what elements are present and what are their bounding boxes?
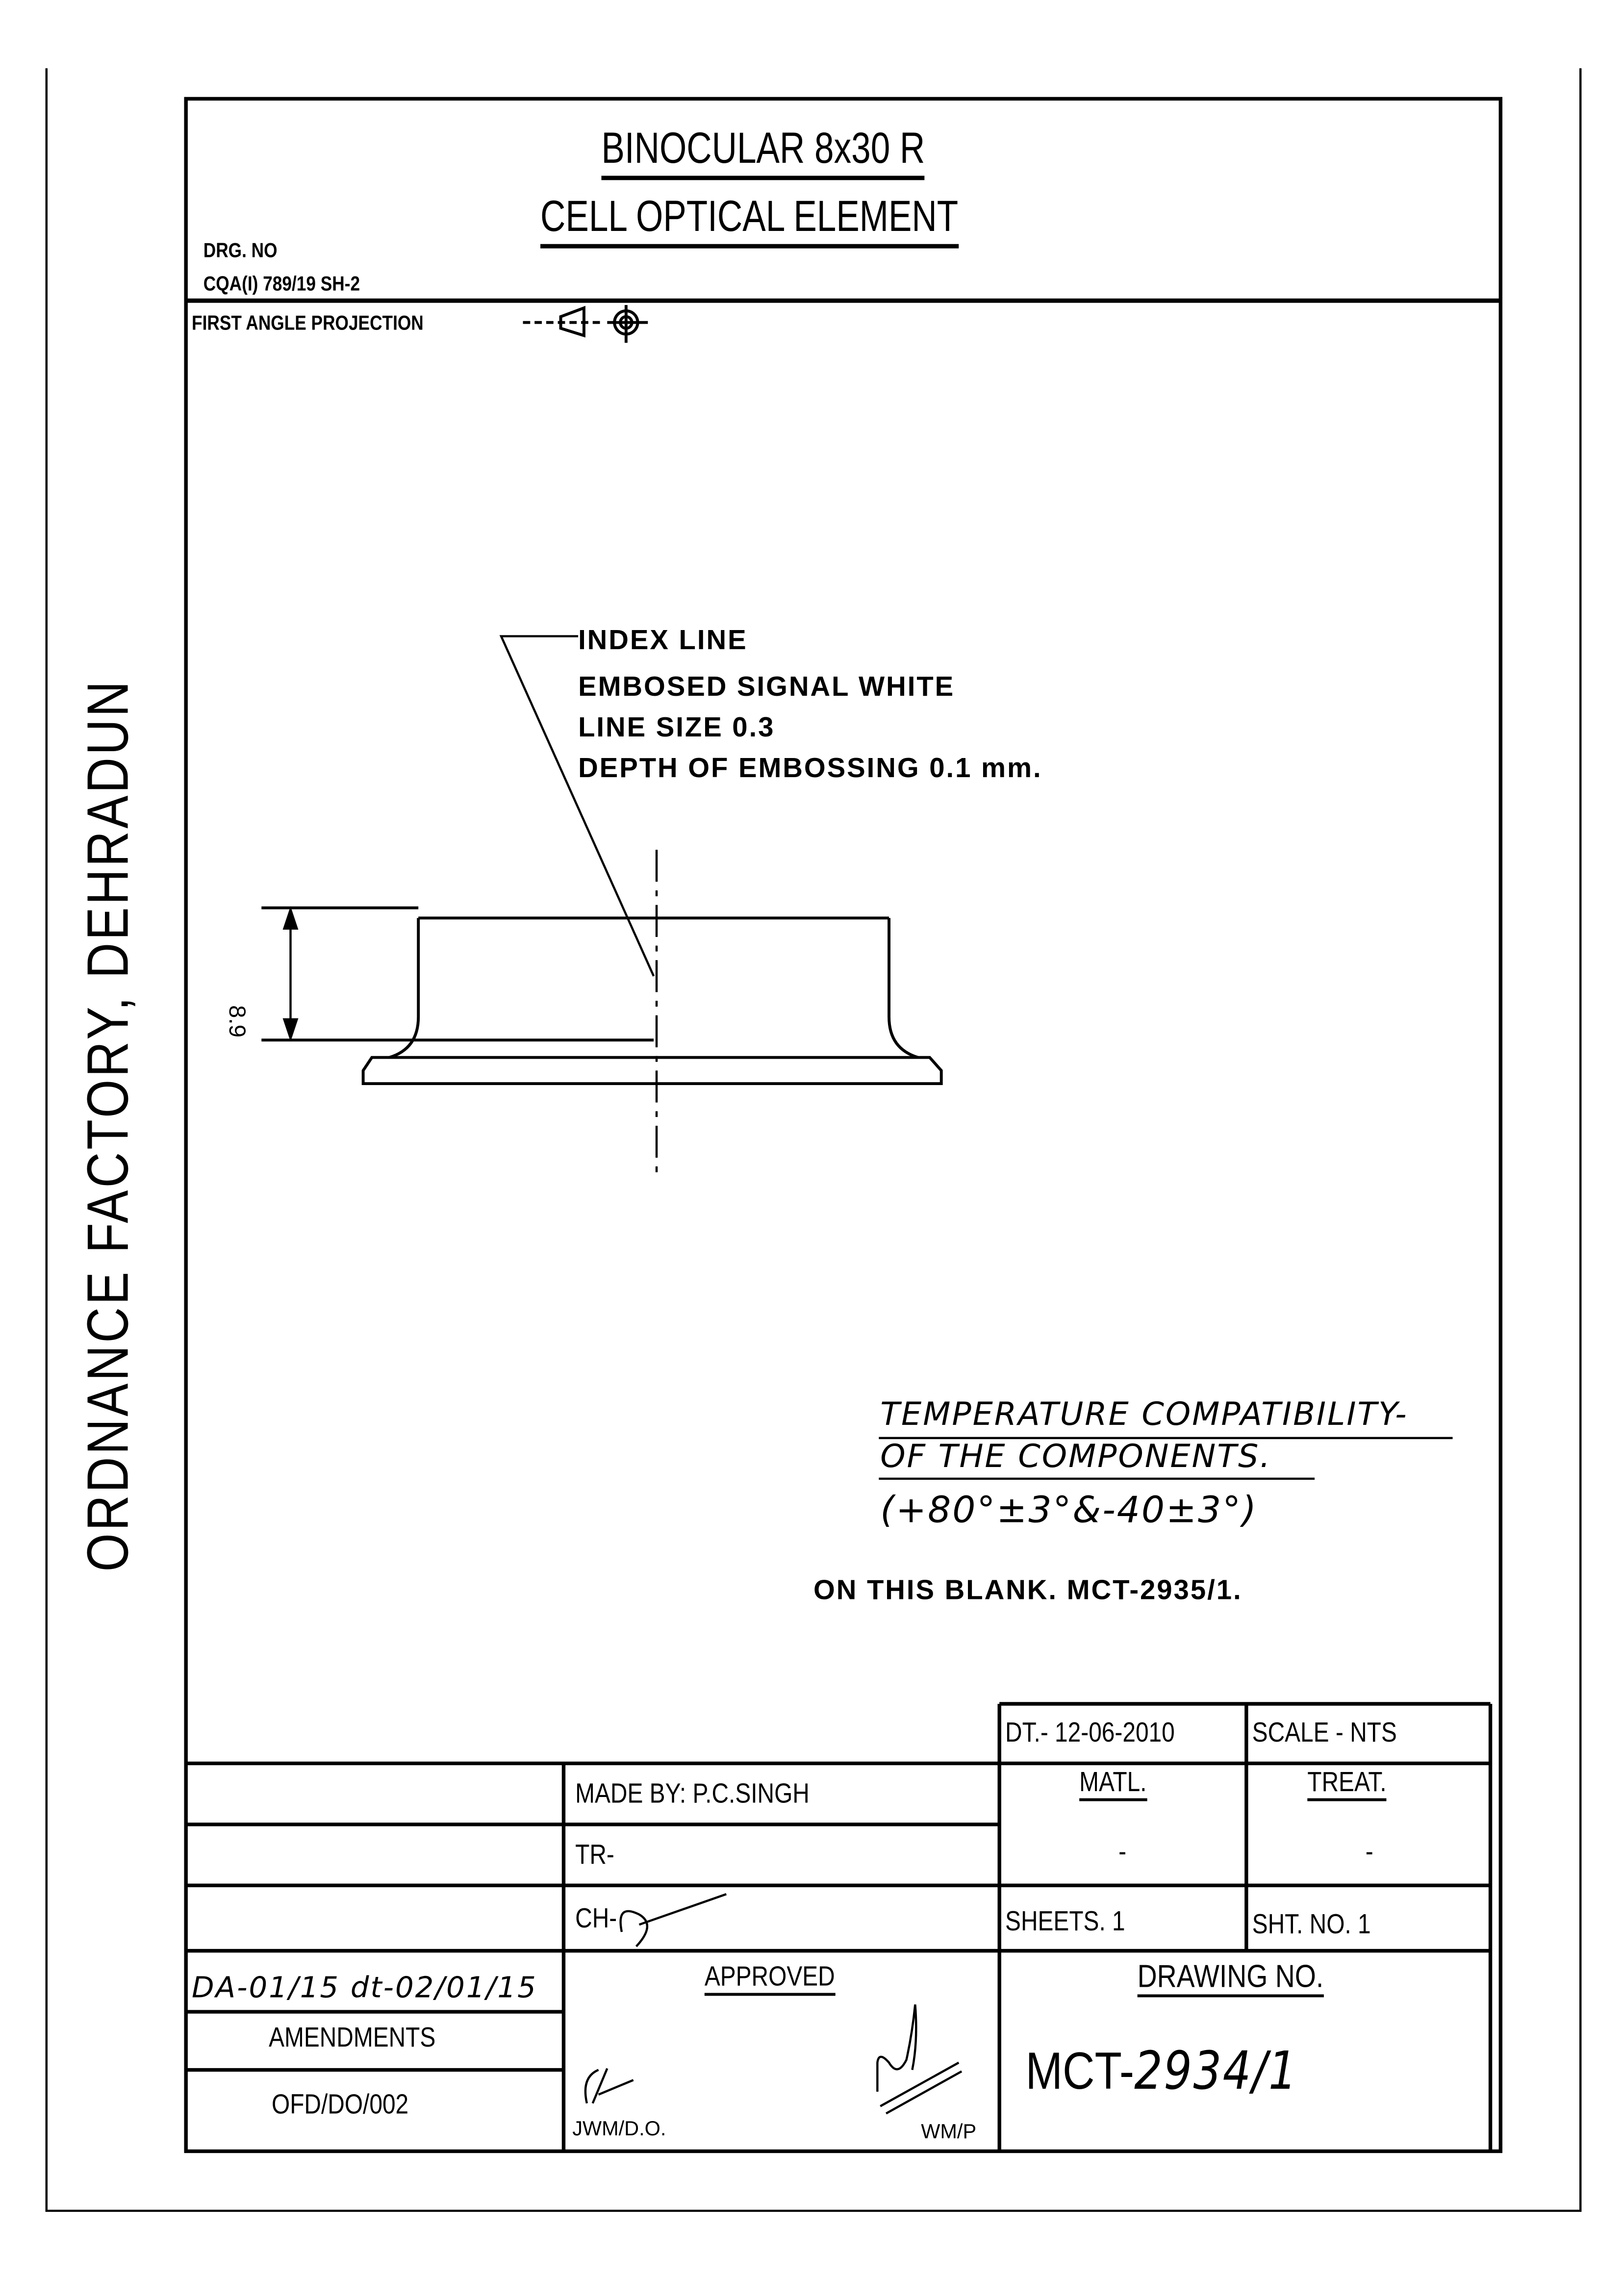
form-number: OFD/DO/002 xyxy=(271,2090,409,2121)
scale: SCALE - NTS xyxy=(1252,1718,1397,1749)
title-line-2: CELL OPTICAL ELEMENT xyxy=(540,195,959,249)
approver-right: WM/P xyxy=(921,2119,977,2143)
dimension-line xyxy=(282,906,299,1042)
amendments-label: AMENDMENTS xyxy=(269,2023,436,2054)
note-line: EMBOSED SIGNAL WHITE xyxy=(578,672,955,703)
approved-label: APPROVED xyxy=(704,1964,835,1996)
title-line-1: BINOCULAR 8x30 R xyxy=(601,127,925,180)
material-label: MATL. xyxy=(1079,1769,1147,1801)
title-block-grid xyxy=(186,1702,1493,2151)
first-angle-projection-icon xyxy=(523,305,648,343)
date: DT.- 12-06-2010 xyxy=(1005,1718,1175,1749)
drawing-number-value: 2934/1 xyxy=(1134,2042,1298,2102)
checker-signature xyxy=(619,1893,727,1948)
drawing-number: MCT-2934/1 xyxy=(1026,2045,1298,2099)
drg-no-value: CQA(I) 789/19 SH-2 xyxy=(203,271,360,295)
treatment-value: - xyxy=(1365,1837,1373,1868)
part-profile xyxy=(261,906,943,1085)
projection-label: FIRST ANGLE PROJECTION xyxy=(192,310,424,334)
treatment-label: TREAT. xyxy=(1307,1769,1387,1801)
jwm-signature xyxy=(584,2068,634,2104)
material-value: - xyxy=(1118,1837,1127,1868)
blank-note: ON THIS BLANK. MCT-2935/1. xyxy=(813,1576,1243,1607)
note-line: DEPTH OF EMBOSSING 0.1 mm. xyxy=(578,754,1042,785)
sheets-count: SHEETS. 1 xyxy=(1005,1907,1125,1938)
drawing-number-prefix: MCT- xyxy=(1025,2041,1135,2101)
note-line: LINE SIZE 0.3 xyxy=(578,713,775,744)
index-line-leader xyxy=(499,635,655,977)
temperature-note-line1: TEMPERATURE COMPATIBILITY- xyxy=(880,1397,1408,1434)
sheet-number: SHT. NO. 1 xyxy=(1252,1910,1371,1941)
wmp-signature xyxy=(876,2004,963,2115)
inner-border xyxy=(184,97,1502,2153)
factory-name-vertical: ORDNANCE FACTORY, DEHRADUN xyxy=(77,679,141,1572)
dimension-label: 8.9 xyxy=(224,1005,249,1038)
checked-by: CH- xyxy=(575,1904,617,1935)
drg-no-label: DRG. NO xyxy=(203,238,278,262)
amendment-reference: DA-01/15 dt-02/01/15 xyxy=(192,1970,537,2005)
note-line: INDEX LINE xyxy=(578,626,748,657)
temperature-range: (+80°±3°&-40±3°) xyxy=(880,1489,1258,1531)
made-by: MADE BY: P.C.SINGH xyxy=(575,1779,810,1810)
outer-border xyxy=(45,68,1582,2212)
temperature-note-line2: OF THE COMPONENTS. xyxy=(880,1439,1272,1476)
traced-by: TR- xyxy=(575,1840,614,1871)
approver-left: JWM/D.O. xyxy=(572,2116,666,2140)
drawing-no-label: DRAWING NO. xyxy=(1137,1960,1324,1998)
